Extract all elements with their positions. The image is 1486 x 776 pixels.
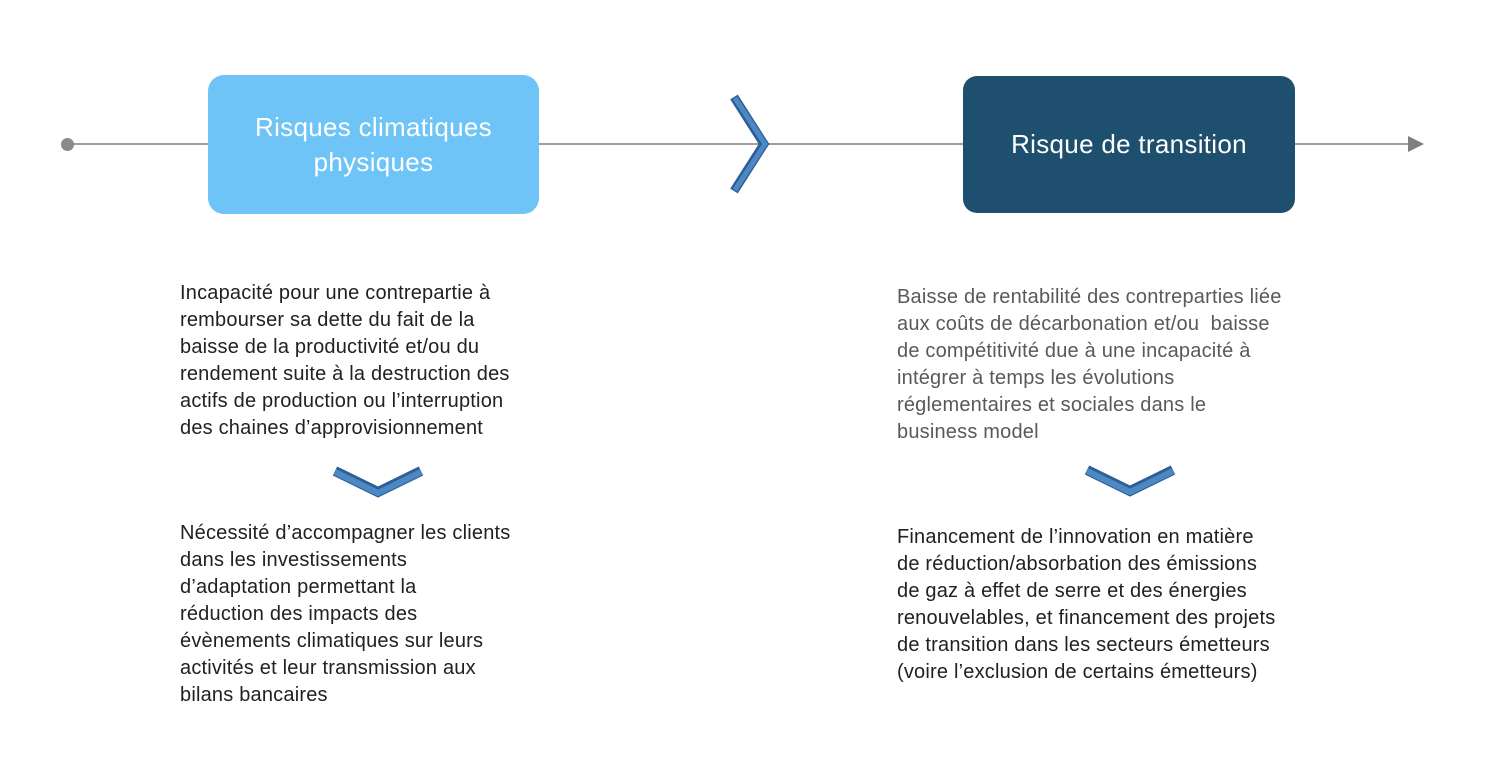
timeline-axis — [68, 143, 1422, 145]
transition-risk-implication: Financement de l’innovation en matière d… — [897, 526, 1276, 683]
chevron-down-icon — [1084, 465, 1176, 497]
physical-risk-description: Incapacité pour une contrepartie à rembo… — [180, 282, 510, 439]
chevron-down-icon — [332, 466, 424, 498]
transition-risk-description: Baisse de rentabilité des contreparties … — [897, 286, 1282, 443]
transition-risk-box: Risque de transition — [963, 76, 1295, 213]
timeline-arrowhead-icon — [1408, 136, 1424, 152]
timeline-start-dot-icon — [61, 138, 74, 151]
physical-risk-box: Risques climatiques physiques — [208, 75, 539, 214]
chevron-right-icon — [730, 94, 770, 194]
physical-risk-implication: Nécessité d’accompagner les clients dans… — [180, 522, 511, 706]
